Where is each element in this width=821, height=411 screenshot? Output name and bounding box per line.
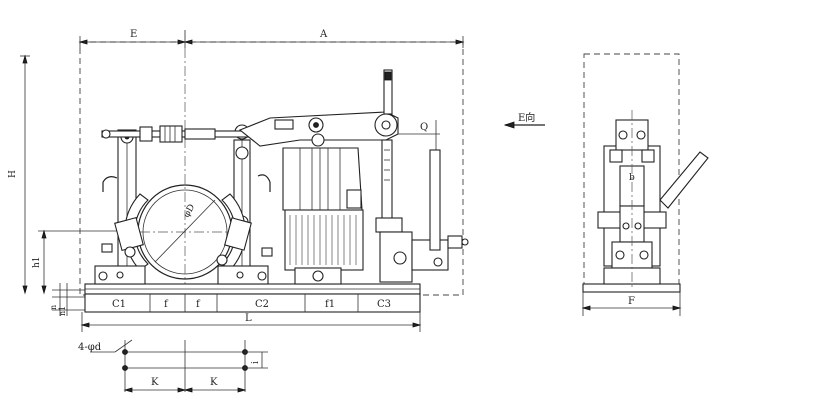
label-A: A [319, 29, 328, 40]
label-K-left: K [151, 377, 159, 388]
label-view-E: E向 [518, 111, 535, 124]
label-L: L [245, 313, 252, 324]
upper-lever [238, 69, 399, 147]
label-K-right: K [210, 377, 218, 388]
hole-pattern: 4-φd i K K [78, 339, 268, 393]
dimension-H: H [8, 54, 30, 295]
spring-rod-assembly [375, 139, 469, 283]
label-n: n [49, 305, 58, 310]
label-C3: C3 [377, 299, 391, 310]
mount-hole [122, 365, 128, 371]
side-base [582, 283, 681, 293]
label-n1: n1 [58, 306, 67, 316]
label-i: i [251, 361, 261, 364]
label-holes: 4-φd [78, 342, 102, 353]
label-Q: Q [420, 122, 428, 133]
label-H: H [8, 170, 18, 178]
label-phiD: φD [182, 203, 197, 220]
top-pull-rod [101, 125, 253, 143]
dimension-n-n1: n n1 [49, 283, 88, 316]
label-f1: f1 [325, 299, 335, 310]
dimension-F: F [581, 292, 682, 316]
arm-supports [94, 243, 273, 285]
thruster-motor [282, 133, 364, 285]
label-E: E [130, 29, 137, 40]
base-plate: C1 f f C2 f1 C3 [84, 283, 421, 313]
dimension-Q: Q [398, 120, 440, 150]
label-F: F [628, 296, 635, 307]
dimension-L: L [80, 312, 422, 332]
side-view: F b [581, 53, 709, 316]
dimension-E-A: E A [78, 29, 465, 48]
label-C2: C2 [255, 299, 269, 310]
front-view: E A H h1 n n1 [8, 29, 469, 332]
right-brake-shoe [216, 193, 252, 271]
left-brake-shoe [114, 193, 149, 271]
label-f-right: f [196, 299, 201, 310]
label-C1: C1 [112, 299, 126, 310]
mount-hole [122, 349, 128, 355]
label-h1: h1 [32, 256, 42, 268]
dimension-h1: h1 [32, 229, 135, 295]
label-f-left: f [164, 299, 169, 310]
view-direction-arrow: E向 [503, 111, 545, 129]
